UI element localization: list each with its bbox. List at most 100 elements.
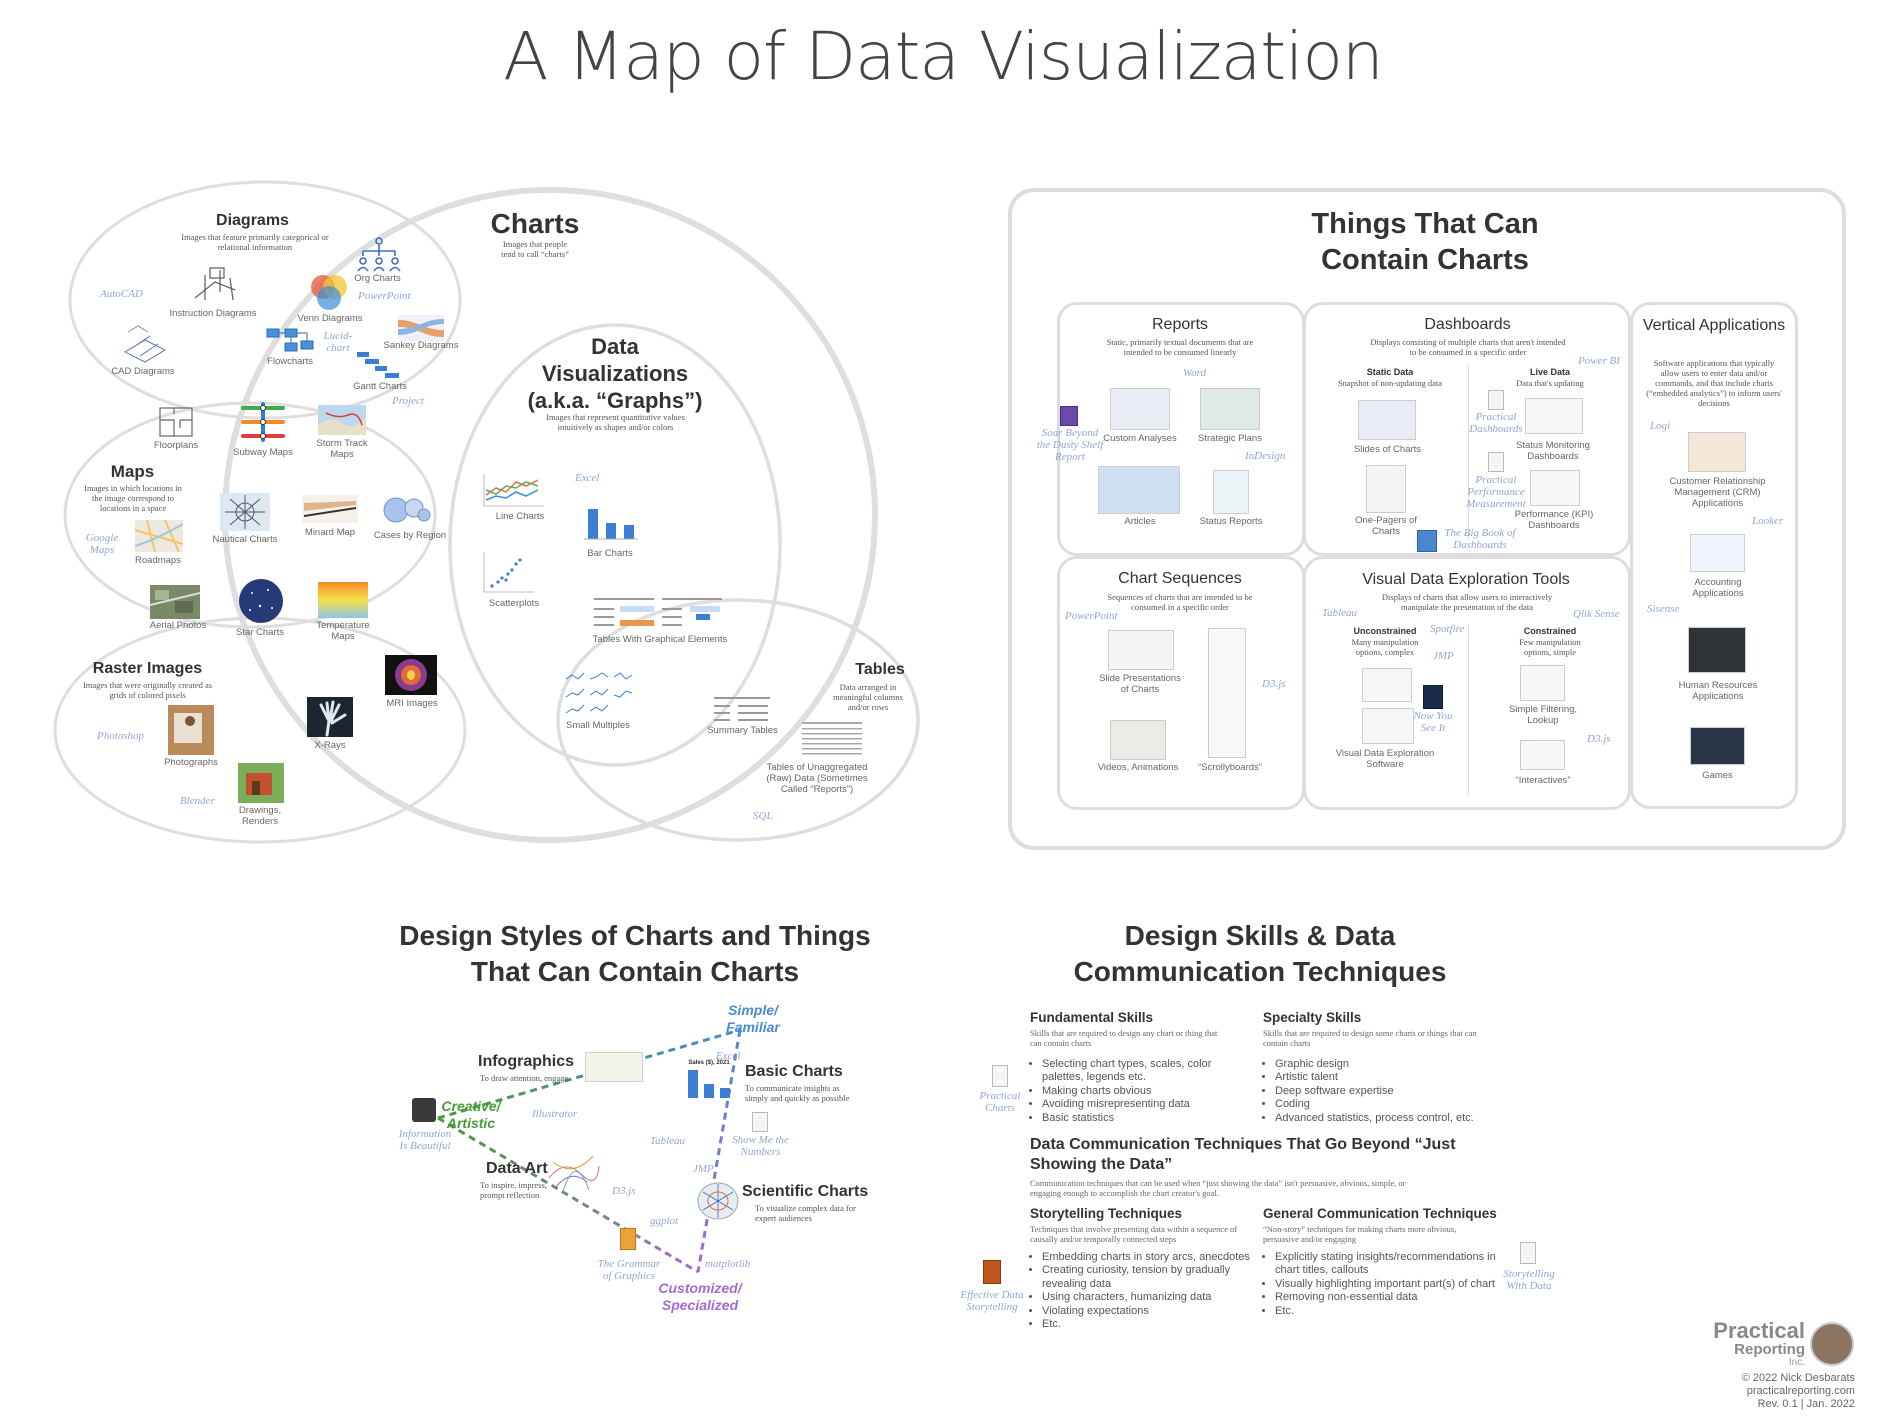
- one-pagers-thumb: [1366, 465, 1406, 513]
- book-storytelling-with-data: [1520, 1242, 1536, 1264]
- book-storytelling-with-data-label: Storytelling With Data: [1503, 1268, 1555, 1292]
- tool-jmp-styles: JMP: [693, 1163, 714, 1175]
- list-item: Avoiding misrepresenting data: [1042, 1098, 1242, 1111]
- book-now-you-see-it-label: Now You See It: [1413, 710, 1453, 734]
- star-chart-thumb: [238, 578, 284, 624]
- basic-charts-title: Basic Charts: [745, 1063, 843, 1080]
- specialty-skills-list: Graphic design Artistic talent Deep soft…: [1264, 1058, 1515, 1125]
- book-practical-dashboards-label: Practical Dashboards: [1469, 411, 1523, 435]
- fundamental-skills-subtitle: Skills that are required to design any c…: [1030, 1028, 1218, 1048]
- book-dusty-shelf: [1060, 406, 1078, 426]
- general-techniques-title: General Communication Techniques: [1263, 1206, 1497, 1221]
- scatter-thumb: [478, 550, 536, 596]
- raster-subtitle: Images that were originally created as g…: [82, 680, 213, 700]
- tool-d3js-styles: D3.js: [612, 1185, 636, 1197]
- list-item: Explicitly stating insights/recommendati…: [1275, 1251, 1515, 1278]
- book-practical-performance-label: Practical Performance Measurement: [1466, 474, 1526, 510]
- scrollyboards-thumb: [1208, 628, 1246, 758]
- vdet-title: Visual Data Exploration Tools: [1362, 571, 1570, 588]
- tool-excel: Excel: [575, 472, 600, 484]
- tool-logi: Logi: [1650, 420, 1671, 432]
- storytelling-subtitle: Techniques that involve presenting data …: [1030, 1224, 1238, 1244]
- item-org-charts: Org Charts: [354, 273, 401, 284]
- org-chart-thumb: [355, 236, 403, 274]
- cases-thumb: [378, 495, 432, 525]
- book-practical-charts: [992, 1065, 1008, 1087]
- item-venn-diagrams: Venn Diagrams: [297, 313, 363, 324]
- raster-title: Raster Images: [92, 660, 203, 677]
- photo-thumb: [168, 705, 214, 755]
- dashboards-box: [1303, 302, 1631, 556]
- containers-panel: [1008, 188, 1846, 850]
- book-information-is-beautiful-label: Information Is Beautiful: [398, 1128, 452, 1152]
- vdet-subtitle: Displays of charts that allow users to i…: [1381, 592, 1553, 612]
- skills-title: Design Skills & Data Communication Techn…: [1073, 920, 1447, 987]
- item-temperature-maps: Temperature Maps: [316, 620, 370, 642]
- dashboards-divider: [1468, 365, 1469, 540]
- accounting-thumb: [1690, 534, 1745, 572]
- specialty-skills-title: Specialty Skills: [1263, 1010, 1362, 1025]
- data-art-subtitle: To inspire, impress, prompt reflection: [480, 1180, 547, 1200]
- item-hr-apps: Human Resources Applications: [1678, 680, 1758, 702]
- tool-powerpoint: PowerPoint: [358, 290, 411, 302]
- cad-diagram-thumb: [120, 322, 170, 364]
- unconstrained-title: Unconstrained: [1353, 626, 1417, 636]
- basic-charts-subtitle: To communicate insights as simply and qu…: [745, 1083, 850, 1103]
- item-flowcharts: Flowcharts: [267, 356, 313, 367]
- item-drawings-renders: Drawings, Renders: [238, 805, 282, 827]
- vertical-apps-subtitle: Software applications that typically all…: [1646, 358, 1782, 408]
- book-now-you-see-it: [1423, 685, 1443, 709]
- tool-ggplot: ggplot: [650, 1215, 679, 1227]
- list-item: Etc.: [1275, 1305, 1515, 1318]
- dataviz-title: Data Visualizations (a.k.a. “Graphs”): [527, 334, 703, 413]
- beyond-subtitle: Communication techniques that can be use…: [1030, 1178, 1406, 1198]
- roadmap-thumb: [134, 519, 184, 553]
- item-accounting-apps: Accounting Applications: [1692, 577, 1744, 599]
- customized-specialized-label: Customized/ Specialized: [658, 1280, 742, 1313]
- vertical-apps-title: Vertical Applications: [1642, 317, 1786, 334]
- dashboards-subtitle: Displays consisting of multiple charts t…: [1370, 337, 1566, 357]
- item-simple-filtering: Simple Filtering, Lookup: [1508, 704, 1578, 726]
- book-practical-charts-label: Practical Charts: [979, 1090, 1021, 1114]
- infographics-title: Infographics: [478, 1053, 575, 1070]
- item-aerial-photos: Aerial Photos: [149, 620, 207, 631]
- vde-software-thumb-2: [1362, 708, 1414, 744]
- flowchart-thumb: [265, 325, 315, 355]
- bar-chart-thumb: [580, 505, 640, 543]
- specialty-skills-subtitle: Skills that are required to design some …: [1263, 1028, 1477, 1048]
- constrained-subtitle: Few manipulation options, simple: [1519, 637, 1581, 657]
- scientific-charts-subtitle: To visualize complex data for expert aud…: [755, 1203, 856, 1223]
- tool-photoshop: Photoshop: [97, 730, 145, 742]
- infographics-subtitle: To draw attention, engage: [480, 1073, 569, 1083]
- scientific-thumb: [695, 1180, 741, 1222]
- tool-illustrator: Illustrator: [532, 1108, 578, 1120]
- book-effective-data-storytelling: [983, 1260, 1001, 1284]
- tool-power-bi: Power BI: [1578, 355, 1620, 367]
- dataviz-circle: [448, 323, 782, 767]
- data-art-title: Data Art: [486, 1160, 548, 1177]
- tool-spotfire: Spotfire: [1430, 623, 1465, 635]
- item-mri-images: MRI Images: [386, 698, 438, 709]
- item-roadmaps: Roadmaps: [135, 555, 181, 566]
- item-star-charts: Star Charts: [235, 627, 285, 638]
- item-small-multiples: Small Multiples: [566, 720, 630, 731]
- tool-indesign: InDesign: [1245, 450, 1286, 462]
- tool-google-maps: Google Maps: [85, 532, 119, 556]
- tool-matplotlib: matplotlib: [705, 1258, 751, 1270]
- fundamental-skills-title: Fundamental Skills: [1030, 1010, 1154, 1025]
- floorplan-thumb: [158, 406, 194, 438]
- static-data-title: Static Data: [1366, 367, 1414, 377]
- nautical-thumb: [220, 493, 270, 531]
- general-techniques-subtitle: “Non-story” techniques for making charts…: [1263, 1224, 1457, 1244]
- item-crm-apps: Customer Relationship Management (CRM) A…: [1669, 476, 1766, 509]
- custom-analyses-thumb: [1110, 388, 1170, 430]
- tool-blender: Blender: [180, 795, 215, 807]
- website: practicalreporting.com: [1746, 1385, 1855, 1397]
- book-information-is-beautiful: [412, 1098, 436, 1122]
- hr-thumb: [1688, 627, 1746, 673]
- tables-title: Tables: [855, 661, 905, 678]
- containers-title: Things That Can Contain Charts: [1311, 208, 1539, 276]
- vde-software-thumb-1: [1362, 668, 1412, 702]
- tool-sql: SQL: [753, 810, 773, 822]
- live-data-title: Live Data: [1529, 367, 1571, 377]
